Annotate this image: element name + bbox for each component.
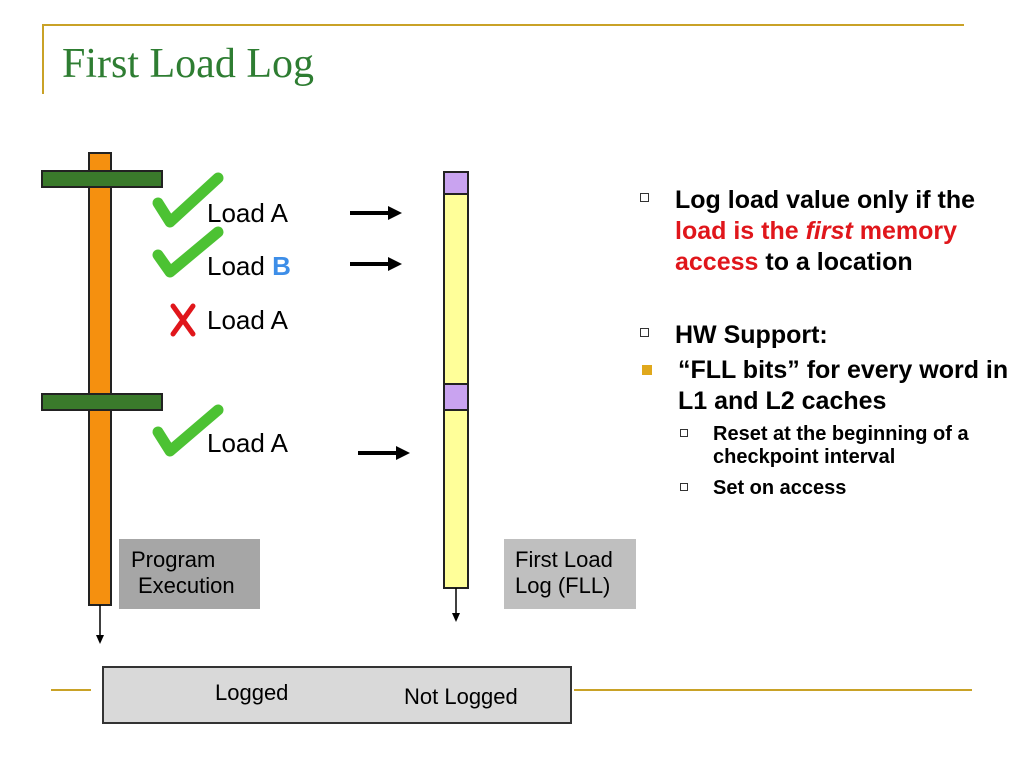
footer-line-right — [574, 689, 972, 691]
program-execution-bar — [88, 152, 112, 606]
square-bullet-icon — [640, 328, 649, 337]
load-prefix: Load — [207, 428, 271, 458]
program-label-line1: Program — [131, 547, 216, 572]
square-bullet-icon — [640, 193, 649, 202]
load-target: A — [270, 428, 288, 458]
sub-bullet-item: “FLL bits” for every word in L1 and L2 c… — [605, 355, 1020, 417]
fll-bar — [443, 171, 469, 589]
load-label-3: Load A — [207, 305, 288, 336]
legend-not-logged-label: Not Logged — [404, 684, 518, 709]
bullet-highlight: memory access — [675, 217, 958, 276]
fll-label-line2: Log (FLL) — [515, 573, 611, 598]
arrow-icon — [396, 446, 410, 460]
sub-sub-bullet-text: Set on access — [713, 477, 847, 499]
load-target-b: B — [272, 251, 291, 281]
fll-label-box: First Load Log (FLL) — [504, 539, 636, 609]
check-icon — [152, 172, 224, 228]
program-execution-label-box: Program Execution — [119, 539, 260, 609]
title-accent-vline — [42, 24, 44, 94]
cross-icon — [170, 303, 196, 337]
bullet-text: to a location — [758, 248, 913, 276]
sub-bullet-text: “FLL bits” for every word in L1 and L2 c… — [678, 356, 1009, 415]
sub-sub-bullet-item-2: Set on access — [605, 477, 1020, 500]
load-target: A — [270, 198, 288, 228]
square-bullet-icon — [680, 429, 688, 437]
bullet-item-1: Log load value only if the load is the f… — [640, 185, 1020, 278]
fll-entry-2 — [443, 383, 469, 411]
filled-square-bullet-icon — [642, 365, 652, 375]
load-label-4: Load A — [207, 428, 288, 459]
bullet-item-2: HW Support: — [640, 308, 1020, 351]
arrow-icon — [388, 206, 402, 220]
checkpoint-bar-1 — [41, 170, 163, 188]
bullet-text: HW Support: — [675, 321, 828, 349]
arrow-icon — [388, 257, 402, 271]
sub-sub-bullet-text: Reset at the beginning of a checkpoint i… — [713, 423, 969, 468]
bullet-text: Log load value only if the — [675, 186, 976, 214]
bullet-highlight: load is the — [675, 217, 806, 245]
load-target: A — [270, 305, 288, 335]
fll-arrow-head — [452, 613, 460, 622]
load-label-2: Load B — [207, 251, 291, 282]
title-accent-hline — [42, 24, 964, 26]
load-prefix: Load — [207, 251, 273, 281]
load-prefix: Load — [207, 305, 271, 335]
square-bullet-icon — [680, 483, 688, 491]
load-prefix: Load — [207, 198, 271, 228]
check-icon — [152, 226, 224, 278]
bullet-list: Log load value only if the load is the f… — [640, 185, 1020, 500]
bullet-highlight-italic: first — [805, 217, 853, 245]
check-icon — [152, 404, 224, 457]
program-bar-arrow-head — [96, 635, 104, 644]
fll-label-line1: First Load — [515, 547, 613, 572]
footer-line-left — [51, 689, 91, 691]
legend-logged-label: Logged — [215, 680, 289, 705]
sub-sub-bullet-item-1: Reset at the beginning of a checkpoint i… — [605, 423, 1020, 469]
legend-box — [102, 666, 572, 724]
load-label-1: Load A — [207, 198, 288, 229]
checkpoint-bar-2 — [41, 393, 163, 411]
fll-entry-1 — [443, 171, 469, 195]
program-label-line2: Execution — [138, 573, 235, 598]
page-title: First Load Log — [62, 41, 314, 87]
